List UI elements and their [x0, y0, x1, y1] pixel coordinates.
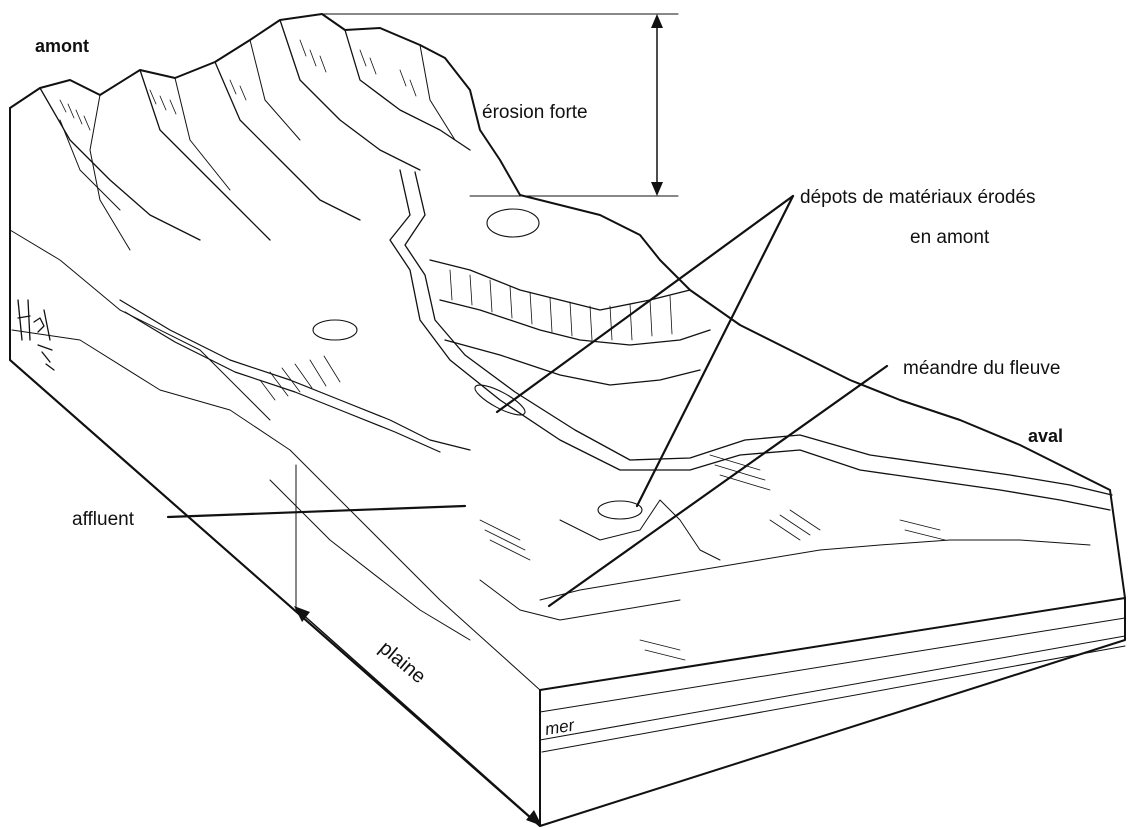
tributary-river [119, 299, 471, 451]
tributary-leader [166, 504, 467, 519]
left-strata-2 [11, 329, 291, 451]
leader-lines [166, 194, 889, 608]
sea-strata-3 [541, 645, 1126, 753]
left-face [9, 107, 541, 827]
downstream-label: aval [1028, 426, 1063, 446]
sea-label: mer [544, 715, 577, 739]
tributary-label: affluent [72, 509, 135, 530]
deposits-label-line2: en amont [910, 227, 990, 248]
sea-strata-1 [539, 617, 1126, 713]
left-strata-3 [289, 449, 541, 691]
upstream-label: amont [35, 36, 89, 56]
plain-arrow-head-end [526, 810, 542, 826]
sea-strata-2 [539, 635, 1126, 741]
erosion-arrow-head-up [651, 14, 663, 28]
deposits-label-line1: dépots de matériaux érodés [800, 187, 1036, 208]
meander-loop [559, 499, 721, 561]
block-bottom-left-edge [9, 359, 541, 827]
erosion-dimension [321, 13, 679, 197]
block-outline [9, 13, 1126, 827]
meander-leader [547, 364, 889, 608]
erosion-arrow-head-down [651, 182, 663, 196]
main-river-bank-2 [404, 171, 1113, 496]
terrain-top-outline [9, 13, 1126, 599]
left-strata-1 [9, 229, 271, 421]
strong-erosion-label: érosion forte [482, 102, 588, 123]
plain-arrow-head-start [294, 606, 310, 622]
plain-dimension [294, 464, 542, 826]
deposits-leader-2 [635, 194, 795, 508]
right-face [539, 597, 1126, 827]
artist-signature [17, 299, 55, 371]
river-network [119, 169, 1113, 661]
left-strata-4 [269, 479, 471, 641]
meander-label: méandre du fleuve [903, 358, 1060, 379]
main-river-bank-1 [389, 169, 1111, 511]
deposits-leader-1 [495, 194, 795, 414]
mountain-relief [39, 19, 471, 251]
plain-label: plaine [375, 637, 430, 688]
plain-arrow-shaft [299, 611, 537, 823]
